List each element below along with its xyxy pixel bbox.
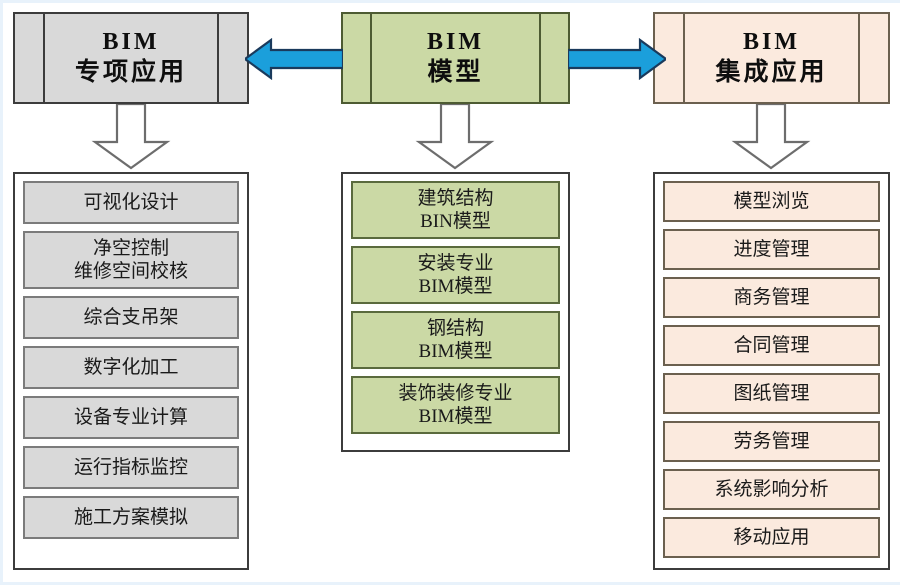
header-side-rule-left: [370, 14, 372, 102]
list-item-label-line2: BIM模型: [418, 276, 493, 297]
header-integrated-application: BIM 集成应用: [653, 12, 890, 104]
list-item[interactable]: 合同管理: [663, 325, 880, 366]
list-item-label-line1: 建筑结构: [417, 187, 494, 209]
list-item-label-line1: 图纸管理: [733, 382, 810, 404]
list-item-label-line1: 钢结构: [426, 317, 484, 339]
arrow-left-model-to-special: [245, 38, 343, 80]
list-item[interactable]: 运行指标监控: [23, 446, 239, 489]
list-item-label-line2: BIN模型: [420, 211, 491, 232]
list-item[interactable]: 装饰装修专业 BIM模型: [351, 376, 560, 434]
list-item[interactable]: 移动应用: [663, 517, 880, 558]
list-item-label-line1: 综合支吊架: [83, 306, 179, 328]
list-item-label-line1: 运行指标监控: [73, 456, 188, 478]
list-item-label-line1: 装饰装修专业: [398, 382, 513, 404]
column-special-application: 可视化设计 净空控制 维修空间校核 综合支吊架 数字化加工 设备专业计算 运行指…: [13, 172, 249, 570]
list-item-label-line1: 施工方案模拟: [73, 506, 188, 528]
header-title-line2: 集成应用: [715, 59, 828, 87]
list-item-label-line1: 模型浏览: [733, 190, 810, 212]
list-item-label-line1: 合同管理: [733, 334, 810, 356]
list-item[interactable]: 综合支吊架: [23, 296, 239, 339]
list-item-label-line1: 移动应用: [733, 526, 810, 548]
list-item[interactable]: 图纸管理: [663, 373, 880, 414]
list-item[interactable]: 数字化加工: [23, 346, 239, 389]
list-item[interactable]: 进度管理: [663, 229, 880, 270]
arrow-down-integrated: [728, 104, 814, 170]
list-item-label-line1: 数字化加工: [83, 356, 179, 378]
list-item[interactable]: 净空控制 维修空间校核: [23, 231, 239, 289]
list-item[interactable]: 可视化设计: [23, 181, 239, 224]
arrow-down-model: [412, 104, 498, 170]
header-side-rule-left: [682, 14, 685, 102]
arrow-down-special: [88, 104, 174, 170]
page-edge-left: [0, 0, 3, 585]
header-side-rule-right: [217, 14, 220, 102]
list-item[interactable]: 模型浏览: [663, 181, 880, 222]
list-item[interactable]: 施工方案模拟: [23, 496, 239, 539]
header-title-line2: 专项应用: [74, 59, 187, 87]
arrow-right-model-to-integrated: [568, 38, 666, 80]
list-item-label-line1: 劳务管理: [733, 430, 810, 452]
list-item[interactable]: 劳务管理: [663, 421, 880, 462]
header-side-rule-right: [539, 14, 541, 102]
header-special-application: BIM 专项应用: [13, 12, 249, 104]
list-item-label-line1: 净空控制: [92, 237, 169, 259]
header-side-rule-left: [42, 14, 45, 102]
list-item[interactable]: 钢结构 BIM模型: [351, 311, 560, 369]
header-bim-model: BIM 模型: [341, 12, 570, 104]
list-item-label-line1: 设备专业计算: [73, 406, 188, 428]
page-edge-top: [0, 0, 900, 3]
header-title-line1: BIM: [427, 29, 484, 56]
list-item-label-line1: 进度管理: [733, 238, 810, 260]
list-item-label-line1: 可视化设计: [83, 191, 179, 213]
list-item-label-line1: 系统影响分析: [714, 478, 829, 500]
header-title-line1: BIM: [102, 29, 160, 56]
list-item-label-line2: BIM模型: [418, 406, 493, 427]
list-item[interactable]: 安装专业 BIM模型: [351, 246, 560, 304]
header-side-rule-right: [858, 14, 861, 102]
list-item-label-line1: 商务管理: [733, 286, 810, 308]
list-item[interactable]: 建筑结构 BIN模型: [351, 181, 560, 239]
column-integrated-application: 模型浏览 进度管理 商务管理 合同管理 图纸管理 劳务管理 系统影响分析 移动应…: [653, 172, 890, 570]
header-title-line1: BIM: [743, 29, 800, 56]
list-item[interactable]: 商务管理: [663, 277, 880, 318]
column-bim-model: 建筑结构 BIN模型 安装专业 BIM模型 钢结构 BIM模型 装饰装修专业 B…: [341, 172, 570, 452]
list-item[interactable]: 设备专业计算: [23, 396, 239, 439]
header-title-line2: 模型: [427, 59, 484, 87]
list-item-label-line1: 安装专业: [417, 252, 494, 274]
list-item-label-line2: 维修空间校核: [73, 261, 188, 282]
list-item[interactable]: 系统影响分析: [663, 469, 880, 510]
page-edge-bottom: [0, 582, 900, 585]
list-item-label-line2: BIM模型: [418, 341, 493, 362]
